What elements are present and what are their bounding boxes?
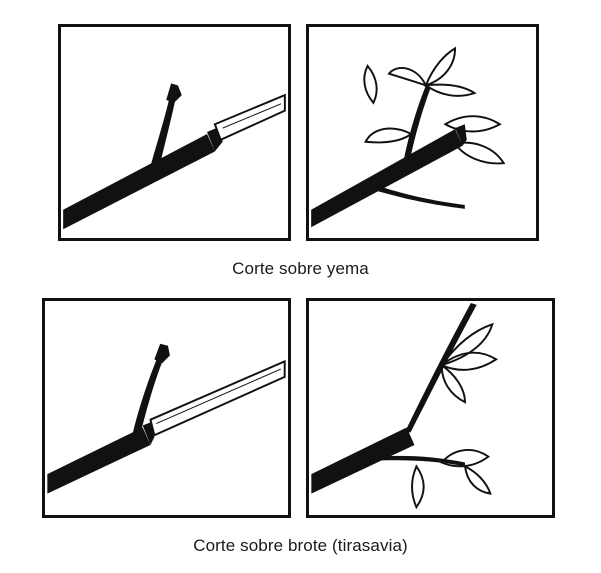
bud-shoot (148, 95, 176, 173)
leaf (463, 464, 492, 495)
main-branch (47, 427, 151, 494)
branch-cut-illustration (47, 343, 286, 494)
shoot (132, 355, 165, 433)
leaves (411, 322, 498, 510)
segment-grain-line (156, 368, 281, 425)
lower-shoot (365, 182, 465, 209)
leaf (363, 64, 378, 105)
leaf (424, 46, 457, 87)
leaves (363, 46, 506, 165)
leaf (453, 141, 506, 165)
leaf (387, 66, 428, 88)
main-branch (311, 129, 463, 228)
leaf (443, 115, 502, 133)
branch-cut-illustration (63, 83, 286, 230)
removed-branch-segment (149, 359, 286, 437)
lower-shoot (377, 455, 466, 467)
segment-grain-line (222, 103, 282, 129)
regrowth-illustration (311, 46, 506, 228)
leaf (411, 464, 425, 510)
removed-branch-segment (213, 93, 286, 142)
panel-yema-before-cut (58, 24, 291, 241)
leaf (439, 322, 494, 367)
panel-brote-after-regrowth (306, 298, 555, 518)
leaf (439, 351, 498, 371)
regrowth-illustration (311, 302, 498, 510)
leaf (440, 449, 491, 468)
main-branch (311, 427, 415, 494)
leaf (423, 83, 477, 97)
bud-tip (166, 83, 182, 103)
panel-brote-before-cut (42, 298, 291, 518)
new-shoot (401, 85, 431, 171)
leaf (364, 127, 414, 144)
caption-corte-sobre-brote: Corte sobre brote (tirasavia) (193, 536, 408, 555)
caption-corte-sobre-yema: Corte sobre yema (232, 259, 369, 278)
cut-face (455, 124, 467, 146)
extended-shoot (404, 302, 477, 433)
leaf (440, 363, 467, 404)
shoot-tip (154, 343, 170, 364)
main-branch (63, 133, 215, 230)
panel-yema-after-regrowth (306, 24, 539, 241)
